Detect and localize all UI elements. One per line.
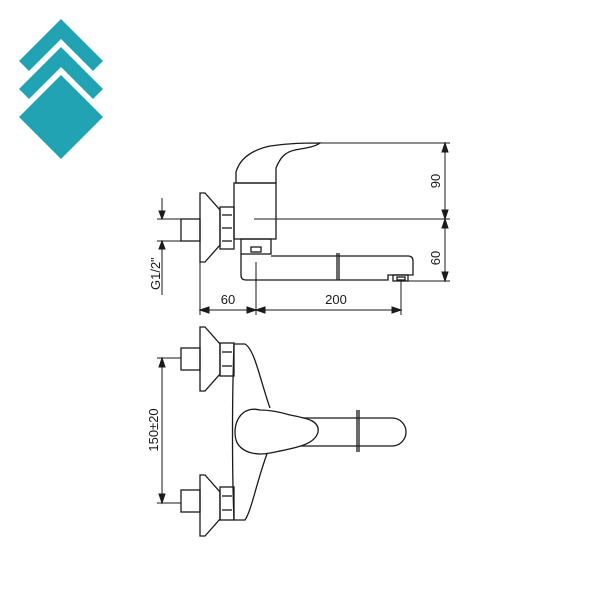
brand-logo	[19, 19, 103, 159]
spout-reach-label: 200	[325, 292, 347, 307]
diamond-icon	[19, 75, 103, 159]
lever-handle	[235, 142, 322, 184]
top-view-dimensions	[157, 356, 181, 505]
lower-hex-nut	[219, 486, 235, 521]
spout	[240, 254, 414, 281]
side-view	[180, 142, 450, 282]
spout-height-label: 60	[428, 251, 443, 265]
upper-flange	[199, 326, 221, 392]
upper-inlet-stub	[180, 347, 201, 371]
wall-flange	[199, 192, 221, 263]
lower-flange	[199, 474, 221, 537]
spout-collar	[240, 238, 272, 255]
inlet-pipe-stub	[180, 218, 201, 242]
spout-top	[290, 417, 407, 447]
upper-hex-nut	[219, 342, 235, 377]
lower-inlet-stub	[180, 489, 201, 513]
inlet-spacing-label: 150±20	[146, 408, 161, 451]
lever-height-label: 90	[428, 174, 443, 188]
chevron-icon-middle	[19, 47, 103, 99]
top-view	[180, 326, 407, 537]
wall-to-spout-label: 60	[221, 292, 235, 307]
chevron-icon-top	[19, 19, 103, 71]
side-view-dimensions	[157, 141, 450, 315]
lever-top	[234, 408, 319, 455]
valve-body	[233, 182, 277, 240]
mixer-body	[231, 343, 271, 521]
pipe-thread-label: G1/2"	[148, 257, 163, 290]
